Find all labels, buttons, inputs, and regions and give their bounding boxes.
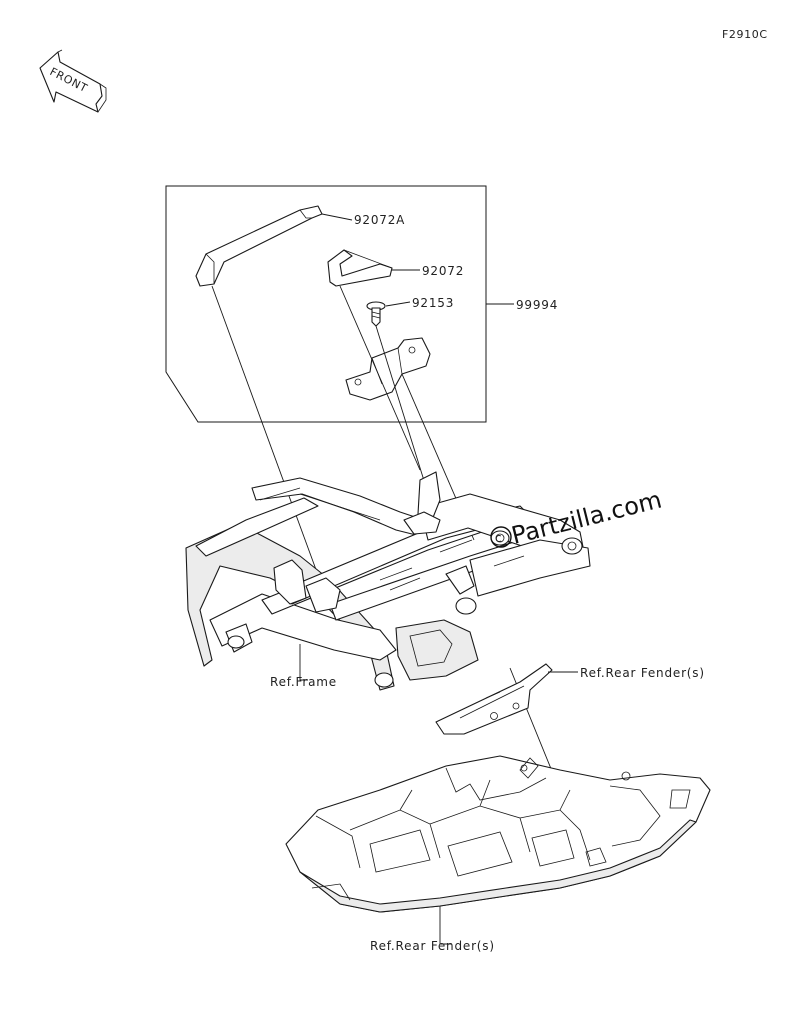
leader-ref-frame xyxy=(299,644,308,681)
strap-92072a xyxy=(195,205,323,287)
callout-99994: 99994 xyxy=(516,298,558,312)
kit-outline-box xyxy=(165,185,487,423)
leader-ref-rear-fender-lower xyxy=(439,906,452,945)
screw-92153 xyxy=(366,301,386,327)
callout-92072: 92072 xyxy=(422,264,464,278)
callout-ref-rear-fender-lower: Ref.Rear Fender(s) xyxy=(370,939,495,953)
callout-ref-rear-fender-upper: Ref.Rear Fender(s) xyxy=(580,666,705,680)
callout-ref-frame: Ref.Frame xyxy=(270,675,337,689)
front-direction-arrow-icon: FRONT xyxy=(39,49,107,113)
strap-92072 xyxy=(327,249,393,287)
rear-fender xyxy=(285,755,711,913)
leader-92072a xyxy=(321,213,353,221)
rear-fender-stay xyxy=(435,663,553,735)
copyright-icon: c xyxy=(490,526,512,548)
leader-92153 xyxy=(385,301,411,307)
svg-text:c: c xyxy=(495,531,502,545)
watermark-text: Partzilla.com xyxy=(509,485,665,549)
frame-assembly xyxy=(185,471,591,691)
callout-92153: 92153 xyxy=(412,296,454,310)
bracket-kit xyxy=(345,337,431,401)
callout-92072a: 92072A xyxy=(354,213,405,227)
figure-code: F2910C xyxy=(722,28,768,41)
